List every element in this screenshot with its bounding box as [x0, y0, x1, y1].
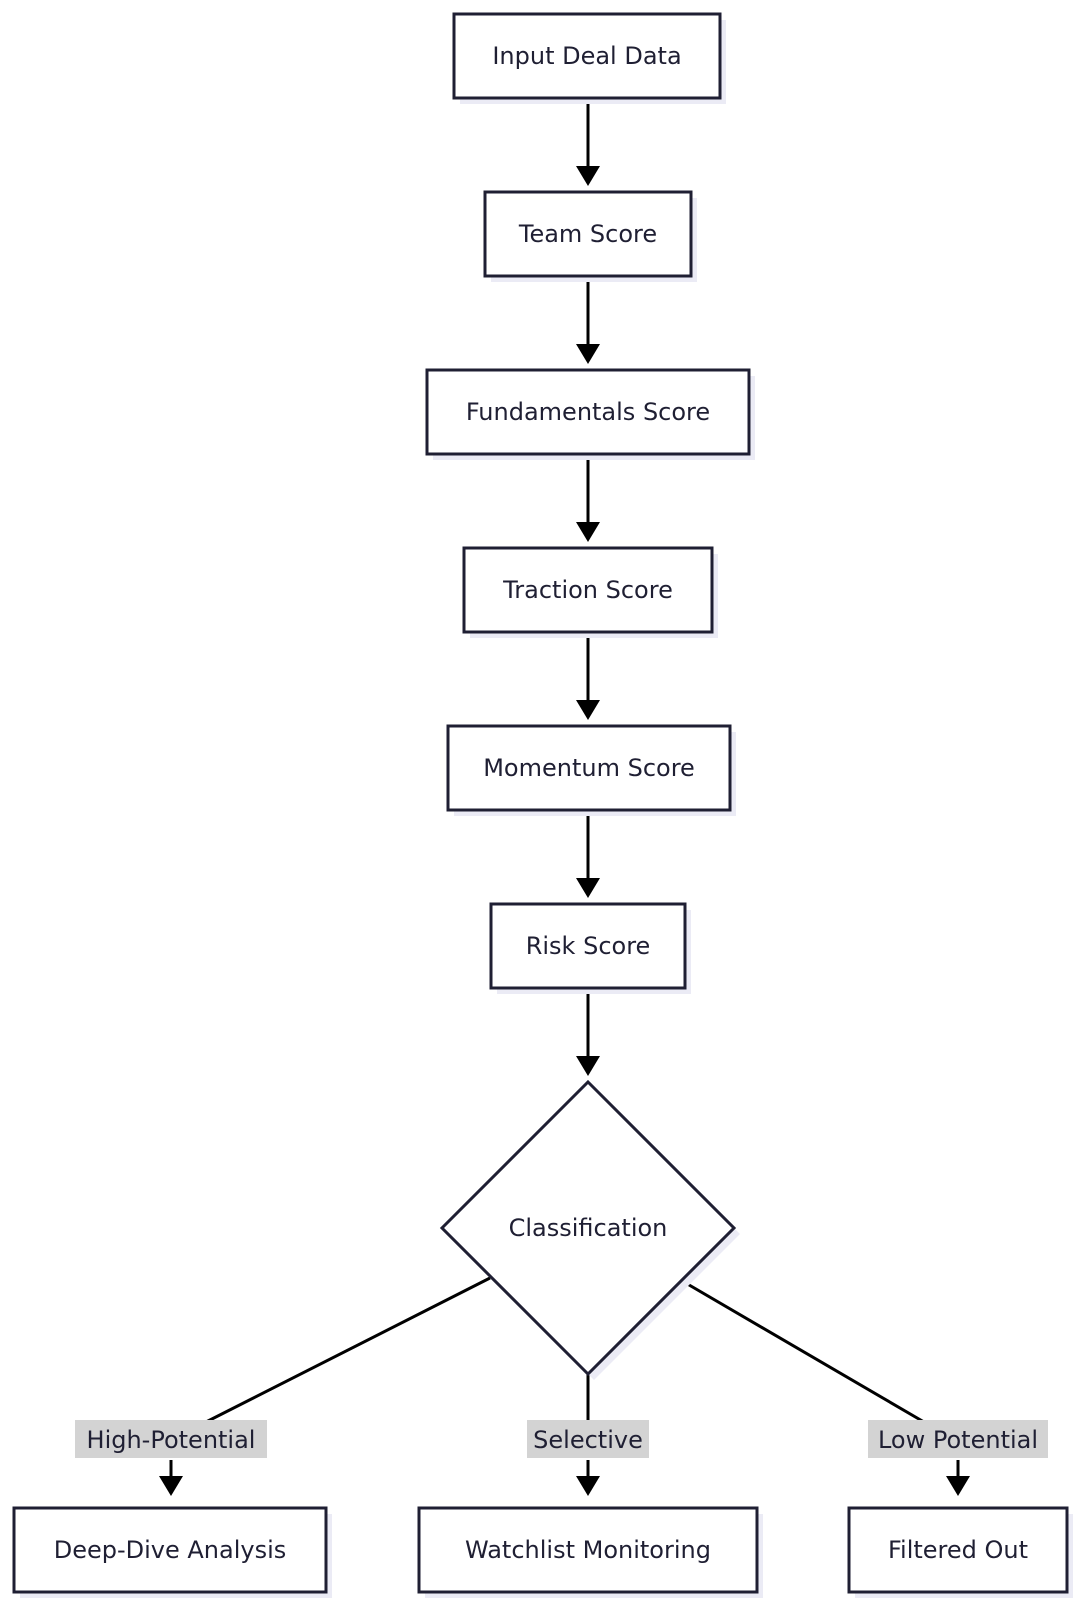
node-classification-label: Classification	[509, 1214, 668, 1242]
node-deep-dive-analysis-label: Deep-Dive Analysis	[54, 1536, 287, 1564]
arrowhead-watchlist	[576, 1476, 600, 1496]
edge-label-selective-group: Selective	[527, 1420, 649, 1458]
arrowhead-team	[576, 166, 600, 186]
node-filtered-out[interactable]: Filtered Out	[847, 1506, 1073, 1598]
arrowhead-traction	[576, 522, 600, 542]
node-risk-score-label: Risk Score	[526, 932, 651, 960]
node-traction-score-label: Traction Score	[502, 576, 673, 604]
node-momentum-score[interactable]: Momentum Score	[446, 724, 736, 816]
arrowhead-momentum	[576, 700, 600, 720]
edge-label-low: Low Potential	[878, 1426, 1038, 1454]
edges	[159, 100, 970, 1496]
edge-label-low-group: Low Potential	[868, 1420, 1048, 1458]
node-classification[interactable]: Classification	[439, 1079, 740, 1380]
node-input-deal-data-label: Input Deal Data	[492, 42, 681, 70]
node-team-score-label: Team Score	[518, 220, 657, 248]
edge-classification-to-high	[205, 1276, 491, 1424]
node-input-deal-data[interactable]: Input Deal Data	[452, 12, 726, 104]
arrowhead-fundamentals	[576, 344, 600, 364]
node-deep-dive-analysis[interactable]: Deep-Dive Analysis	[12, 1506, 332, 1598]
edge-label-high: High-Potential	[87, 1426, 256, 1454]
edge-label-low-bg	[868, 1420, 1048, 1458]
edge-classification-to-low	[683, 1280, 925, 1424]
edge-label-selective-bg	[527, 1420, 649, 1458]
edge-label-selective: Selective	[533, 1426, 643, 1454]
arrowhead-deep-dive	[159, 1476, 183, 1496]
arrowhead-filtered	[946, 1476, 970, 1496]
node-fundamentals-score[interactable]: Fundamentals Score	[425, 368, 755, 460]
node-fundamentals-score-label: Fundamentals Score	[466, 398, 710, 426]
arrowhead-classification	[576, 1056, 600, 1076]
node-filtered-out-label: Filtered Out	[888, 1536, 1028, 1564]
node-traction-score[interactable]: Traction Score	[462, 546, 718, 638]
node-watchlist-monitoring[interactable]: Watchlist Monitoring	[417, 1506, 763, 1598]
node-team-score[interactable]: Team Score	[483, 190, 697, 282]
edge-label-high-bg	[75, 1420, 267, 1458]
arrowhead-risk	[576, 878, 600, 898]
node-watchlist-monitoring-label: Watchlist Monitoring	[465, 1536, 711, 1564]
edge-label-high-group: High-Potential	[75, 1420, 267, 1458]
node-risk-score[interactable]: Risk Score	[489, 902, 691, 994]
node-momentum-score-label: Momentum Score	[483, 754, 695, 782]
